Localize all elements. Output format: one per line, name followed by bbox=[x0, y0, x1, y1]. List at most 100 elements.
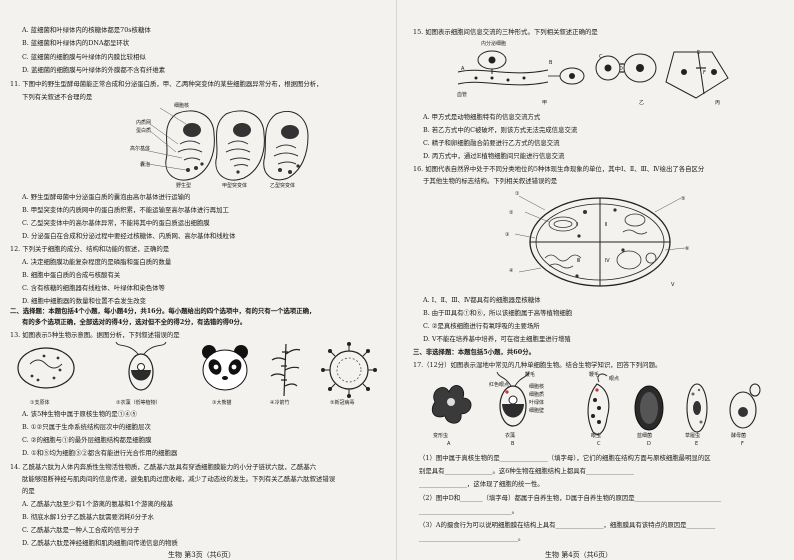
q15-caption-yi: 乙 bbox=[639, 100, 645, 106]
q13-stem: 13. 如图表示5种生物示意图。据图分析，下列叙述错误的是 bbox=[10, 331, 180, 339]
q16-option-a: A. Ⅰ、Ⅱ、Ⅲ、Ⅳ都具有的细胞器是核糖体 bbox=[423, 296, 541, 304]
q14-stem-line2: 肽能够阻断神经与肌肉间的信息传递，避免肌肉过度收缩，减少了动态纹的发生。下列有关… bbox=[22, 475, 336, 483]
q11-figure bbox=[130, 100, 310, 192]
q17-letter-d: D bbox=[647, 441, 651, 447]
q17-part2-line2: _____________________________。 bbox=[419, 507, 519, 515]
q16-label-roman-1: Ⅰ bbox=[577, 222, 579, 228]
q12-option-b: B. 细胞中蛋白质的合成与核酸有关 bbox=[22, 271, 121, 279]
q15-label-b: B bbox=[549, 60, 553, 66]
yeast-cells-diagram bbox=[143, 107, 309, 181]
q17-label-cell-wall: 细胞壁 bbox=[529, 408, 545, 414]
q16-figure bbox=[505, 188, 695, 292]
q17-letter-f: F bbox=[741, 441, 744, 447]
q15-label-e: E bbox=[697, 50, 701, 56]
q17-label-eyespot: 红色眼点 bbox=[489, 382, 510, 388]
q17-caption-paramecium: 草履虫 bbox=[685, 433, 701, 439]
page-divider bbox=[396, 0, 397, 560]
q17-caption-chlamy: 衣藻 bbox=[505, 433, 516, 439]
q17-part1-line2: 别是具有_______________。这6种生物在细胞结构上都具有______… bbox=[419, 467, 634, 475]
q17-caption-euglena: 眼虫 bbox=[591, 433, 602, 439]
q10-option-b: B. 蓝细菌和叶绿体内的DNA都呈环状 bbox=[22, 39, 130, 47]
q14-stem-line3: 的是 bbox=[22, 487, 35, 495]
q17-letter-e: E bbox=[695, 441, 699, 447]
q11-caption-mutant-a: 甲型突变体 bbox=[222, 183, 248, 189]
q17-label-chloroplast: 叶绿体 bbox=[529, 400, 545, 406]
q11-label-vesicle: 囊泡 bbox=[140, 162, 151, 168]
q17-label-eyespot-2: 眼点 bbox=[609, 376, 620, 382]
q16-label-roman-3: Ⅲ bbox=[577, 258, 581, 264]
q11-stem-line1: 11. 下图中的野生型酵母菌能正常合成和分泌蛋白质，甲、乙两种突变体的某些细胞器… bbox=[10, 80, 323, 88]
q15-label-vessel: 血管 bbox=[457, 92, 468, 98]
q13-caption-1: ①支原体 bbox=[30, 400, 50, 406]
q17-part3-line2: _______________________________。 bbox=[419, 534, 525, 542]
q16-label-5: ⑤ bbox=[681, 196, 686, 202]
q10-option-d: D. 蓝细菌的细胞膜与叶绿体的外膜都不含有纤维素 bbox=[22, 66, 166, 74]
q16-label-4: ④ bbox=[509, 268, 514, 274]
q10-option-a: A. 蓝细菌和叶绿体内的核糖体都是70s核糖体 bbox=[22, 26, 151, 34]
q13-caption-5: ⑤新冠病毒 bbox=[330, 400, 355, 406]
q16-option-b: B. 由于Ⅲ具有①和⑥，所以该细胞属于高等植物细胞 bbox=[423, 309, 573, 317]
section-2-heading-line1: 二、选择题：本题包括4个小题，每小题4分，共16分。每小题给出的四个选项中，有的… bbox=[10, 307, 316, 315]
q11-label-er: 内质网 bbox=[136, 120, 152, 126]
q15-figure bbox=[452, 38, 742, 110]
q15-caption-bing: 丙 bbox=[715, 100, 721, 106]
q17-label-flagellum: 鞭毛 bbox=[525, 372, 536, 378]
virus-drawing bbox=[321, 342, 377, 398]
q13-option-c: C. ②的细胞与①的最外层细胞结构都是细胞膜 bbox=[22, 436, 152, 444]
cell-communication-diagram bbox=[457, 50, 729, 99]
q17-part1-line1: （1）图中属于真核生物的是_______________（填字母），它们的细胞在… bbox=[419, 454, 711, 462]
five-organisms-diagram bbox=[17, 341, 377, 398]
plasmodesmata-panel bbox=[665, 51, 729, 99]
q15-option-a: A. 甲方式是动物细胞特有的信息交流方式 bbox=[423, 113, 541, 121]
q16-option-d: D. Ⅴ不能在培养基中培养，可在宿主细胞里进行增殖 bbox=[423, 335, 571, 343]
q16-label-roman-4: Ⅳ bbox=[605, 258, 610, 264]
q11-label-nucleus: 细胞核 bbox=[174, 103, 190, 109]
q15-option-d: D. 丙方式中，通过E植物细胞间只能进行信息交流 bbox=[423, 152, 565, 160]
q12-option-d: D. 细胞中细胞器的数量和位置不会发生改变 bbox=[22, 297, 146, 305]
endocrine-panel bbox=[457, 50, 585, 86]
q17-figure bbox=[427, 371, 767, 442]
q12-stem: 12. 下列关于细胞的成分、结构和功能的叙述，正确的是 bbox=[10, 245, 170, 253]
q17-stem: 17.（12分）如图表示湿地中常见的几种单细胞生物。结合生物学知识，回答下列问题… bbox=[413, 361, 662, 369]
q17-part2-line1: （2）图中D和_______（填字母）都属于自养生物，D属于自养生物的原因是__… bbox=[419, 494, 721, 502]
q16-stem-line1: 16. 如图代表自然界中处于不同分类地位的5种体现生命现象的单位，其中Ⅰ、Ⅱ、Ⅲ… bbox=[413, 165, 705, 173]
q13-option-a: A. 该5种生物中属于原核生物的是①④⑤ bbox=[22, 410, 137, 418]
single-cell-organisms-diagram bbox=[431, 371, 761, 435]
q17-caption-yeast: 酵母菌 bbox=[731, 433, 747, 439]
section-3-heading: 三、非选择题：本题包括5小题，共60分。 bbox=[413, 348, 535, 356]
q15-option-c: C. 精子和卵细胞融合前要进行乙方式的信息交流 bbox=[423, 139, 560, 147]
q16-option-c: C. ②是真核细胞进行有氧呼吸的主要场所 bbox=[423, 322, 540, 330]
q16-label-roman-5: Ⅴ bbox=[671, 282, 675, 288]
q14-option-c: C. 乙酰基六肽是一种人工合成的信号分子 bbox=[22, 526, 140, 534]
q12-option-a: A. 决定细胞膜功能复杂程度的是磷脂和蛋白质的数量 bbox=[22, 258, 172, 266]
q11-stem-line2: 下列有关叙述不合理的是 bbox=[22, 93, 93, 101]
q11-option-b: B. 甲型突变体的内质网中的蛋白质积累，不能运输至高尔基体进行再加工 bbox=[22, 206, 229, 214]
q14-option-d: D. 乙酰基六肽是神经细胞和肌肉细胞间传递信息的物质 bbox=[22, 539, 178, 547]
q14-stem-line1: 14. 乙酰基六肽为人体内奔质性生物活性物质，乙酰基六肽具有穿透细胞膜能力的小分… bbox=[10, 463, 317, 471]
q15-caption-jia: 甲 bbox=[542, 100, 548, 106]
page-footer-4: 生物 第4页（共6页） bbox=[545, 551, 613, 559]
contact-panel bbox=[595, 53, 657, 83]
q15-option-b: B. 若乙方式中的C被破坏，则该方式无法完成信息交流 bbox=[423, 126, 578, 134]
q16-label-6: ⑥ bbox=[685, 246, 690, 252]
q16-label-roman-2: Ⅱ bbox=[605, 222, 608, 228]
q17-letter-a: A bbox=[447, 441, 451, 447]
page-4: 15. 如图表示细胞间信息交流的三种形式。下列相关叙述正确的是 bbox=[397, 0, 794, 560]
q15-label-f: F bbox=[703, 70, 706, 76]
q13-figure bbox=[14, 340, 384, 400]
q17-part3-line1: （3）A的摄食行为可以说明细胞膜在结构上具有_______________，细胞… bbox=[419, 521, 716, 529]
q11-caption-wild: 野生型 bbox=[176, 183, 192, 189]
q17-caption-amoeba: 变形虫 bbox=[433, 433, 449, 439]
q13-option-b: B. ①②只属于生命系统结构层次中的细胞层次 bbox=[22, 423, 151, 431]
q12-option-c: C. 含有核糖的细胞器有线粒体、叶绿体和染色体等 bbox=[22, 284, 165, 292]
q13-caption-3: ③大熊猫 bbox=[212, 400, 232, 406]
q11-label-protein: 蛋白质 bbox=[136, 128, 152, 134]
page-footer-3: 生物 第3页（共6页） bbox=[168, 551, 236, 559]
q15-label-c: C bbox=[599, 54, 603, 60]
q17-label-flagellum-2: 鞭毛 bbox=[589, 372, 600, 378]
q17-letter-c: C bbox=[597, 441, 601, 447]
q13-caption-4: ④冷箭竹 bbox=[270, 400, 290, 406]
q17-caption-cyano: 蓝细菌 bbox=[637, 433, 653, 439]
panda-drawing bbox=[202, 345, 248, 391]
